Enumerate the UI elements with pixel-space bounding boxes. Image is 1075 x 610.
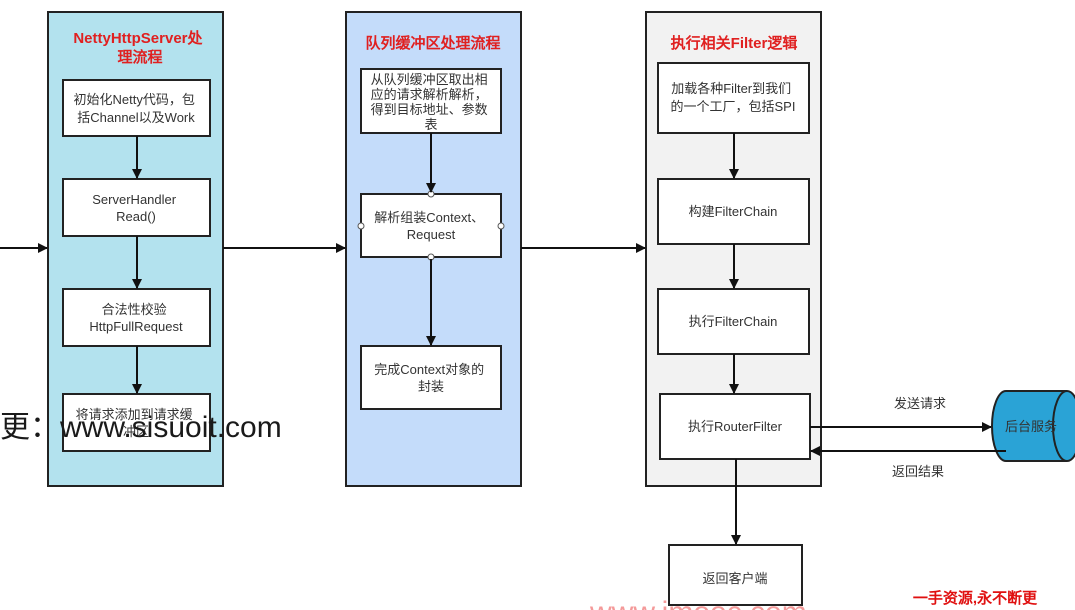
filter-step-1-label: 加载各种Filter到我们 的一个工厂，包括SPI	[671, 81, 796, 114]
filter-step-2-label: 构建FilterChain	[689, 204, 778, 219]
netty-title: NettyHttpServer处 理流程	[73, 29, 206, 66]
queue-step-3	[360, 345, 502, 410]
connector-dot	[357, 222, 365, 230]
backend-label: 后台服务	[1005, 419, 1057, 434]
filter-title: 执行相关Filter逻辑	[671, 34, 798, 52]
netty-step-3	[62, 288, 211, 347]
netty-step-1	[62, 79, 211, 137]
edges	[0, 133, 1006, 545]
filter-step-4	[659, 393, 811, 460]
send-request-label: 发送请求	[894, 396, 946, 411]
queue-step-3-label: 完成Context对象的 封装	[374, 362, 487, 394]
connector-dot	[497, 222, 505, 230]
netty-step-4-label: 将请求添加到请求缓 冲区	[76, 407, 197, 439]
filter-step-3	[657, 288, 810, 355]
filter-step-4-label: 执行RouterFilter	[688, 419, 783, 434]
slogan-watermark: 一手资源,永不断更	[913, 589, 1038, 607]
client-box	[668, 544, 803, 606]
filter-step-3-label: 执行FilterChain	[689, 314, 778, 329]
slogan-backdrop	[878, 586, 1075, 610]
queue-step-2-label: 解析组装Context、 Request	[374, 210, 487, 242]
netty-step-1-label: 初始化Netty代码，包 括Channel以及Work	[74, 92, 199, 125]
filter-step-2	[657, 178, 810, 245]
return-result-label: 返回结果	[892, 464, 944, 479]
netty-step-2	[62, 178, 211, 237]
backend-service: 后台服务	[991, 390, 1075, 462]
queue-step-2	[360, 193, 502, 258]
queue-step-1	[360, 68, 502, 134]
queue-step-1-label: 从队列缓冲区取出相 应的请求解析解析， 得到目标地址、参数 表	[371, 72, 492, 132]
bottom-watermark: www.imooc.com	[589, 596, 807, 610]
client-label: 返回客户端	[702, 571, 767, 586]
netty-step-3-label: 合法性校验 HttpFullRequest	[89, 302, 183, 334]
netty-step-4	[62, 393, 211, 452]
filter-step-1	[657, 62, 810, 134]
site-watermark: 更：www.sisuoit.com	[0, 411, 282, 444]
netty-step-2-label: ServerHandler Read()	[92, 192, 179, 224]
queue-title: 队列缓冲区处理流程	[365, 34, 500, 52]
